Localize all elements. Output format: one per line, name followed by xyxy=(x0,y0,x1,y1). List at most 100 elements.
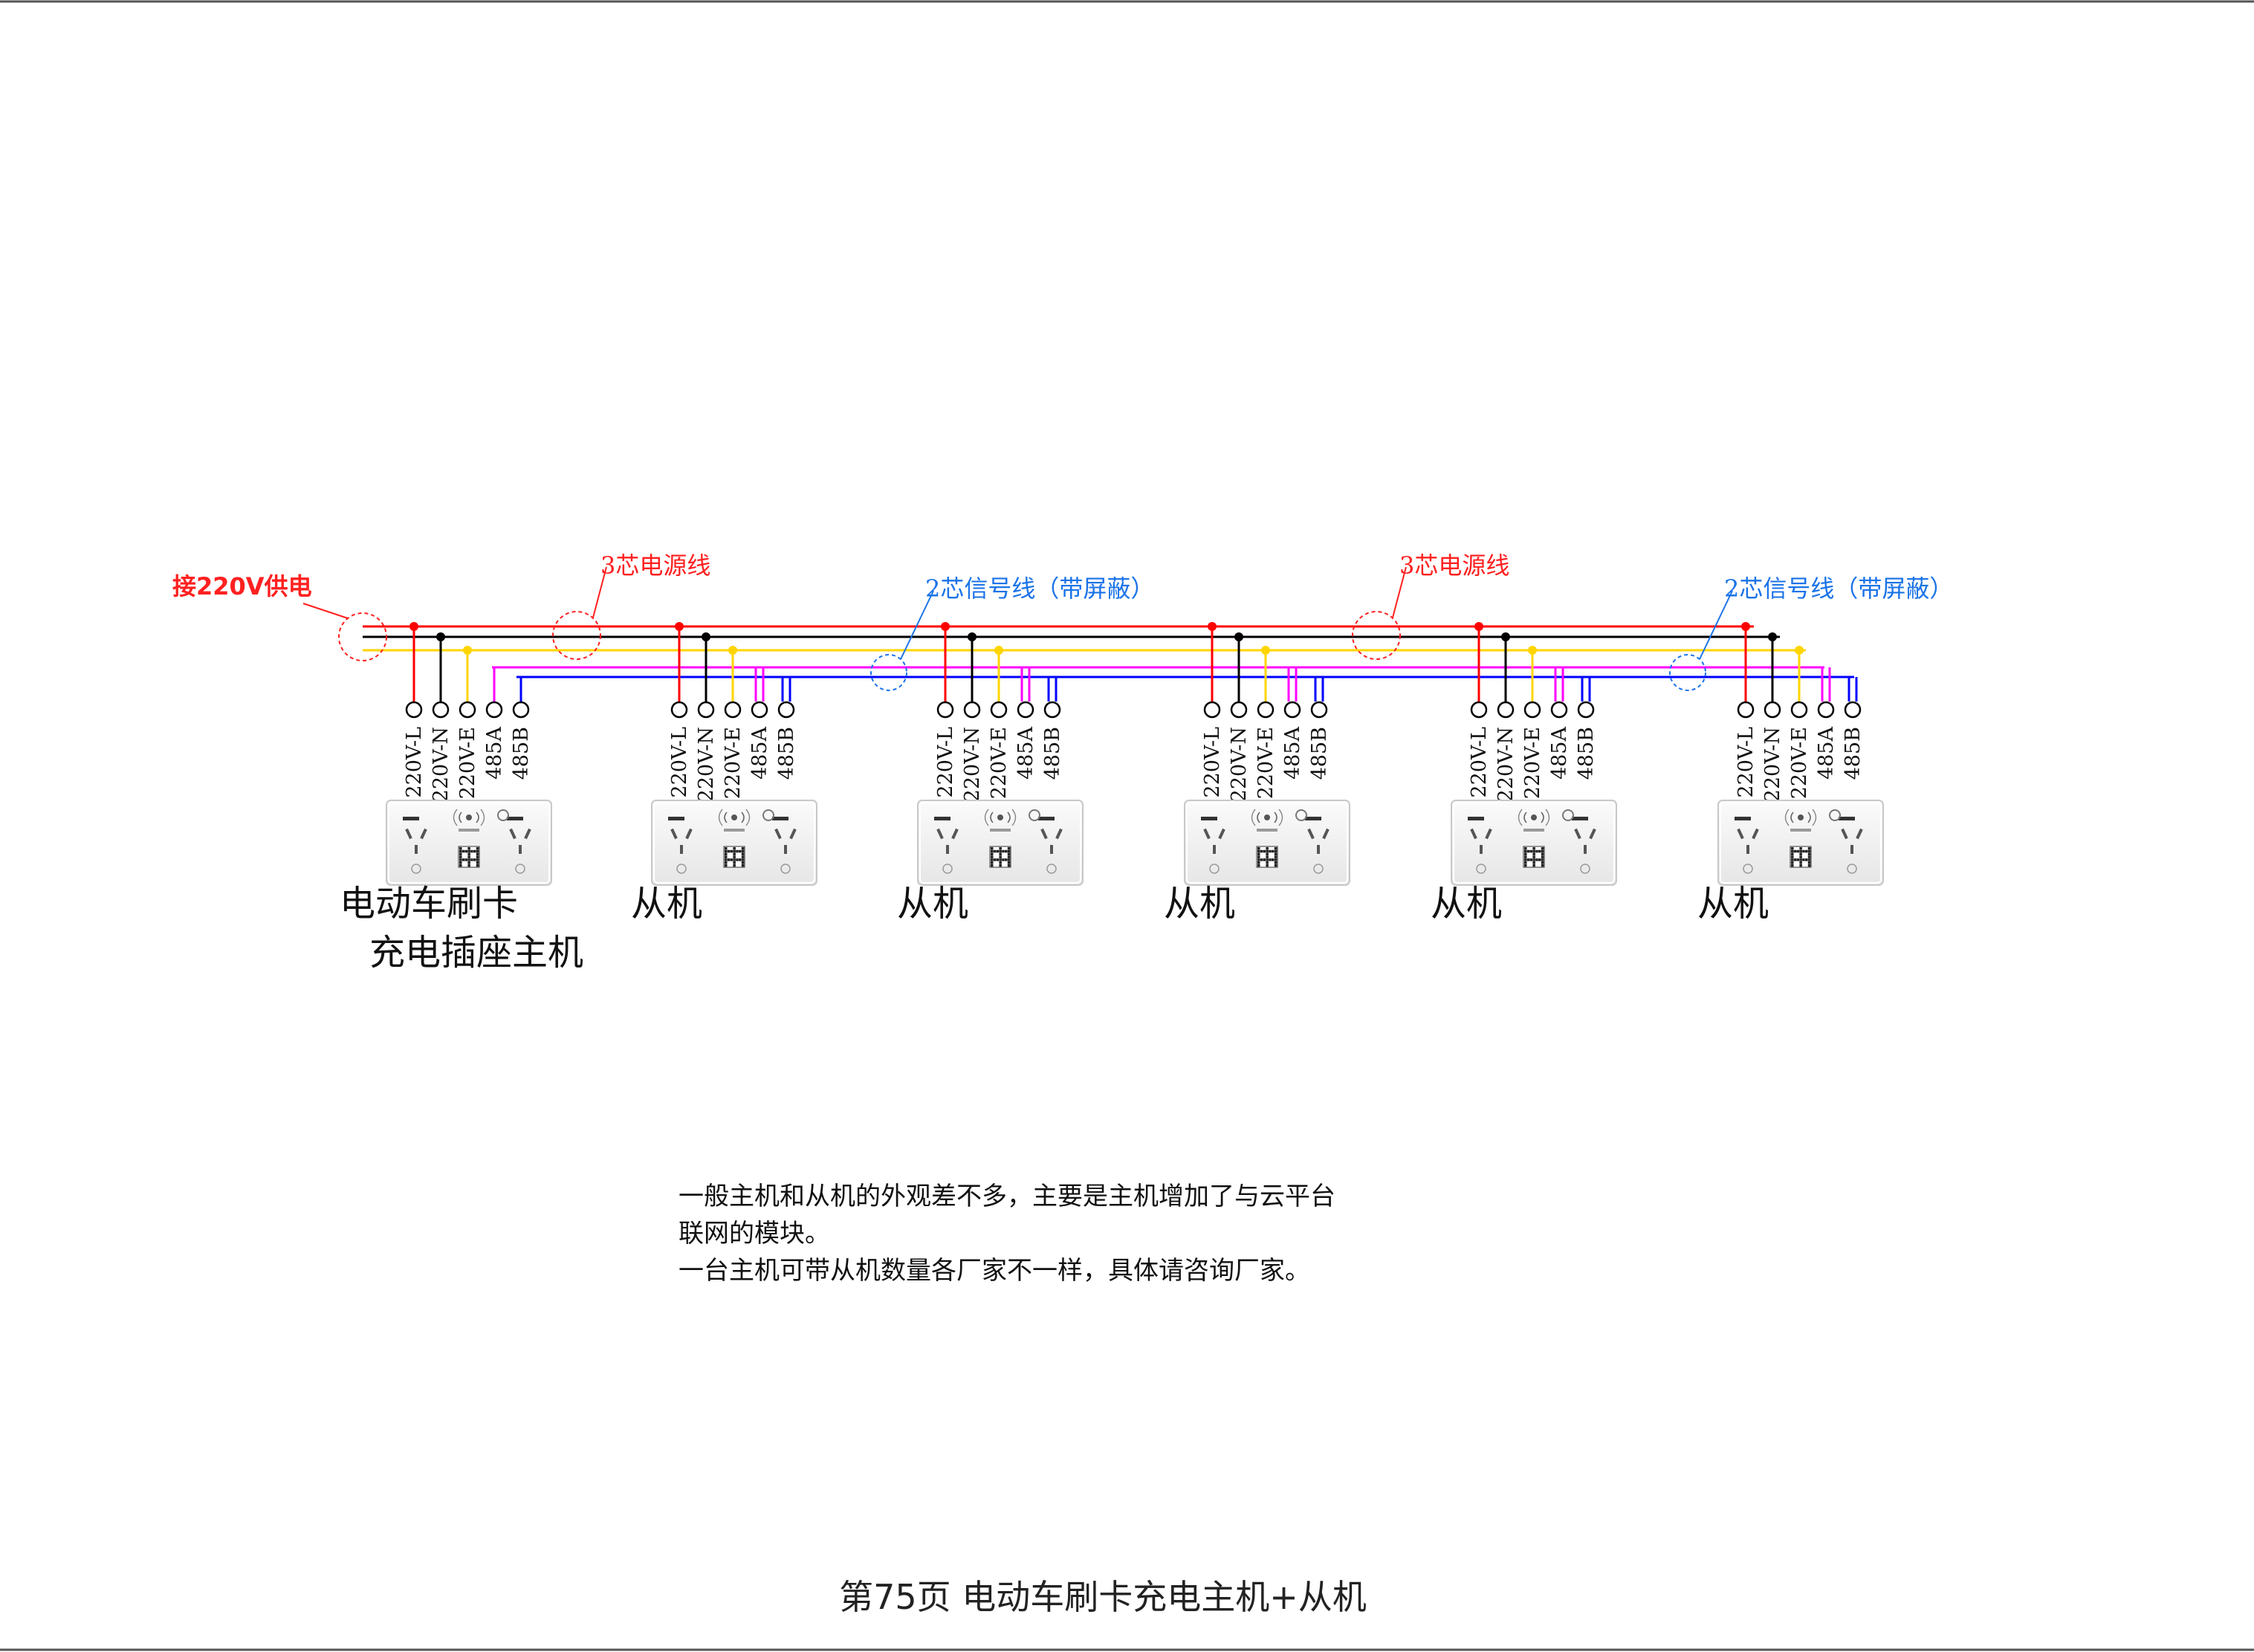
qr-cell xyxy=(730,858,733,861)
outlet-slot-icon xyxy=(1735,817,1751,820)
qr-cell xyxy=(1541,861,1544,864)
junction-dot xyxy=(1795,646,1804,655)
terminal-node xyxy=(751,701,768,719)
signal-cable-leader xyxy=(1699,590,1733,660)
terminal-label: 220V-N xyxy=(1228,727,1251,802)
qr-cell xyxy=(741,864,745,867)
qr-cell xyxy=(467,855,470,858)
qr-cell xyxy=(1002,849,1005,853)
terminal-node xyxy=(1817,701,1835,719)
nfc-wave-icon xyxy=(459,812,479,823)
qr-cell xyxy=(741,855,745,858)
qr-cell xyxy=(991,861,994,864)
qr-cell xyxy=(476,847,479,850)
socket-plate xyxy=(386,800,552,886)
unit-caption: 从机 xyxy=(1431,883,1502,924)
qr-cell xyxy=(1791,855,1794,858)
junction-dot xyxy=(436,632,445,641)
power-cable-marker-circle xyxy=(552,611,601,660)
outlet-pin-icon xyxy=(1055,828,1063,840)
qr-cell xyxy=(1005,849,1008,853)
qr-cell xyxy=(476,852,479,856)
terminal-label: 485B xyxy=(775,727,798,780)
outlet-pin-icon xyxy=(670,828,678,840)
outlet-slot-icon xyxy=(1038,817,1055,820)
qr-cell xyxy=(1799,847,1802,850)
terminal-label: 220V-N xyxy=(1761,727,1784,802)
terminal-node xyxy=(1497,701,1515,719)
qr-cell xyxy=(1269,858,1272,861)
qr-cell xyxy=(993,849,997,853)
terminal-node xyxy=(724,701,742,719)
nfc-dot-icon xyxy=(1798,814,1804,820)
outlet-slot-icon xyxy=(403,817,419,820)
qr-cell xyxy=(1807,849,1811,853)
qr-cell xyxy=(1524,847,1527,850)
unit-caption: 从机 xyxy=(897,883,968,924)
qr-cell xyxy=(1807,852,1811,856)
socket-plate-bevel xyxy=(653,802,815,884)
qr-cell xyxy=(1007,847,1011,850)
qr-cell xyxy=(1266,849,1269,853)
outlet-pin-icon xyxy=(1480,845,1483,854)
outlet-indicator-icon xyxy=(515,864,525,874)
outlet-pin-icon xyxy=(1841,828,1848,840)
nfc-dot-icon xyxy=(731,814,737,820)
outlet-slot-icon xyxy=(1201,817,1217,820)
qr-cell xyxy=(1541,852,1544,856)
junction-dot xyxy=(728,646,737,655)
qr-cell xyxy=(733,852,736,856)
socket-plate xyxy=(1717,800,1884,886)
terminal-node xyxy=(1523,701,1541,719)
qr-cell xyxy=(1257,855,1260,858)
qr-cell xyxy=(1805,849,1808,853)
terminal-node xyxy=(405,701,423,719)
unit-caption: 电动车刷卡 xyxy=(340,883,518,924)
terminal-label: 485A xyxy=(1014,727,1037,780)
outlet-pin-icon xyxy=(1470,828,1477,840)
terminal-label: 220V-L xyxy=(1468,727,1491,798)
outlet-slot-icon xyxy=(1468,817,1484,820)
nfc-dot-icon xyxy=(997,814,1003,820)
note-line-3: 一台主机可带从机数量各厂家不一样，具体请咨询厂家。 xyxy=(679,1256,1310,1286)
qr-cell xyxy=(1274,858,1277,861)
qr-cell xyxy=(991,858,994,861)
terminal-node xyxy=(1017,701,1034,719)
junction-dot xyxy=(463,646,472,655)
module-text-mark xyxy=(990,829,1011,832)
qr-cell xyxy=(1799,849,1802,853)
power-cable-leader xyxy=(592,566,607,618)
qr-cell xyxy=(999,849,1002,853)
outlet-pin-icon xyxy=(774,828,782,840)
socket-plate xyxy=(1184,800,1350,886)
terminal-node xyxy=(485,701,503,719)
terminal-label: 220V-L xyxy=(403,727,426,798)
qr-cell xyxy=(1791,847,1794,850)
terminal-label: 220V-L xyxy=(1201,727,1224,798)
signal-cable-leader xyxy=(900,590,934,660)
junction-dot xyxy=(1768,632,1777,641)
outlet-pin-icon xyxy=(1213,845,1216,854)
terminal-label: 220V-N xyxy=(695,727,718,802)
qr-cell xyxy=(1532,847,1535,850)
outlet-pin-icon xyxy=(1737,828,1744,840)
signal-cable-marker-circle xyxy=(1669,654,1706,691)
nfc-wave-icon xyxy=(1784,809,1817,826)
supply-marker-circle xyxy=(338,612,387,661)
qr-cell xyxy=(1524,849,1527,853)
page-footer: 第75页 电动车刷卡充电主机+从机 xyxy=(839,1577,1367,1617)
qr-cell xyxy=(1002,858,1005,861)
qr-cell xyxy=(1541,864,1544,867)
qr-cell xyxy=(1257,864,1260,867)
qr-cell xyxy=(1541,847,1544,850)
terminal-label: 220V-N xyxy=(1494,727,1518,802)
outlet-pin-icon xyxy=(415,845,418,854)
qr-cell xyxy=(459,861,462,864)
terminal-label: 220V-N xyxy=(430,727,453,802)
qr-cell xyxy=(1274,849,1277,853)
brand-logo-icon xyxy=(762,809,774,821)
terminal-label: 485B xyxy=(1842,727,1865,780)
qr-cell xyxy=(1532,855,1535,858)
terminal-node xyxy=(432,701,450,719)
